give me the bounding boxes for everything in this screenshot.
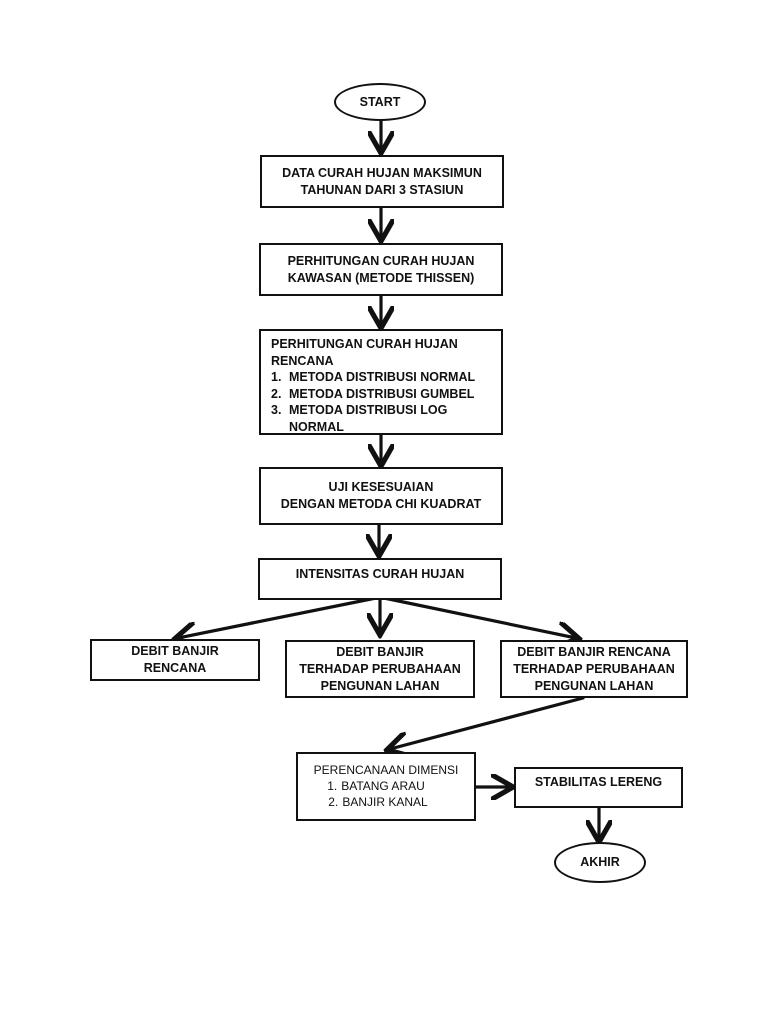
uji-line-2: DENGAN METODA CHI KUADRAT — [280, 497, 482, 511]
rencana-title-line-1: PERHITUNGAN CURAH HUJAN — [271, 337, 458, 351]
arrow-intensitas-to-debit-rencana — [178, 596, 378, 638]
akhir-label: AKHIR — [580, 855, 620, 869]
debit-banjir-rencana-box: DEBIT BANJIR RENCANA — [90, 639, 260, 681]
list-number: 2. — [328, 795, 339, 809]
perencanaan-dimensi-box: PERENCANAAN DIMENSI 1. BATANG ARAU 2. BA… — [296, 752, 476, 821]
list-number: 3. — [271, 403, 282, 417]
data-curah-line-2: TAHUNAN DARI 3 STASIUN — [300, 182, 464, 197]
list-number: 2. — [271, 386, 282, 401]
list-item: 3. METODA DISTRIBUSI LOG NORMAL — [271, 402, 456, 435]
list-item: 2. BANJIR KANAL — [324, 794, 427, 810]
debit-banjir-rencana-perubahan-box: DEBIT BANJIR RENCANA TERHADAP PERUBAHAAN… — [500, 640, 688, 698]
debit-perubahan-line-3: PENGUNAN LAHAN — [320, 678, 440, 693]
list-text: METODA DISTRIBUSI LOG NORMAL — [289, 403, 448, 434]
uji-line-1: UJI KESESUAIAN — [328, 480, 434, 494]
perhitungan-kawasan-box: PERHITUNGAN CURAH HUJAN KAWASAN (METODE … — [259, 243, 503, 296]
stabilitas-lereng-box: STABILITAS LERENG — [514, 767, 683, 808]
intensitas-label: INTENSITAS CURAH HUJAN — [295, 567, 465, 581]
uji-kesesuaian-box: UJI KESESUAIAN DENGAN METODA CHI KUADRAT — [259, 467, 503, 525]
list-item: 2. METODA DISTRIBUSI GUMBEL — [271, 386, 474, 403]
start-label: START — [359, 94, 401, 109]
debit-rencana-line-2: RENCANA — [143, 661, 207, 675]
arrow-debit-to-perencanaan — [390, 696, 585, 749]
intensitas-curah-hujan-box: INTENSITAS CURAH HUJAN — [258, 558, 502, 600]
debit-rencana-line-1: DEBIT BANJIR — [131, 644, 219, 658]
kawasan-line-2: KAWASAN (METODE THISSEN) — [287, 270, 475, 285]
debit-rp-line-2: TERHADAP PERUBAHAAN — [513, 661, 675, 676]
debit-banjir-perubahan-box: DEBIT BANJIR TERHADAP PERUBAHAAN PENGUNA… — [285, 640, 475, 698]
akhir-terminal: AKHIR — [554, 842, 646, 883]
arrow-intensitas-to-debit-rencana-perubahan — [382, 596, 576, 638]
kawasan-line-1: PERHITUNGAN CURAH HUJAN — [287, 253, 475, 268]
perhitungan-rencana-box: PERHITUNGAN CURAH HUJAN RENCANA 1. METOD… — [259, 329, 503, 435]
perencanaan-title: PERENCANAAN DIMENSI — [313, 763, 459, 777]
list-text: BANJIR KANAL — [342, 795, 428, 809]
debit-perubahan-line-1: DEBIT BANJIR — [336, 644, 424, 659]
list-text: METODA DISTRIBUSI NORMAL — [289, 370, 476, 384]
list-item: 1. BATANG ARAU — [323, 778, 425, 794]
debit-perubahan-line-2: TERHADAP PERUBAHAAN — [299, 661, 461, 676]
stabilitas-label: STABILITAS LERENG — [534, 775, 663, 789]
debit-rp-line-3: PENGUNAN LAHAN — [534, 678, 654, 693]
list-text: METODA DISTRIBUSI GUMBEL — [289, 386, 475, 401]
list-item: 1. METODA DISTRIBUSI NORMAL — [271, 369, 475, 386]
data-curah-line-1: DATA CURAH HUJAN MAKSIMUN — [282, 165, 482, 180]
list-number: 1. — [271, 370, 282, 384]
start-terminal: START — [334, 83, 426, 121]
debit-rp-line-1: DEBIT BANJIR RENCANA — [517, 644, 671, 659]
list-text: BATANG ARAU — [341, 779, 425, 793]
rencana-title-line-2: RENCANA — [271, 353, 334, 368]
list-number: 1. — [327, 779, 338, 793]
data-curah-hujan-box: DATA CURAH HUJAN MAKSIMUN TAHUNAN DARI 3… — [260, 155, 504, 208]
